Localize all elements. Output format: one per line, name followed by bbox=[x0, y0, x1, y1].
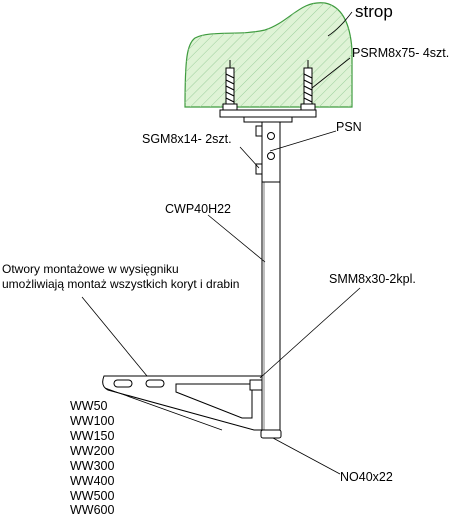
bracket-size-list: WW50 WW100 WW150 WW200 WW300 WW400 WW500… bbox=[70, 399, 115, 517]
bolt-sgm bbox=[255, 125, 263, 175]
bracket-size-ww150: WW150 bbox=[70, 429, 115, 443]
bracket bbox=[102, 375, 263, 431]
ceiling-hatch bbox=[185, 2, 352, 107]
profile-cwp bbox=[261, 182, 281, 430]
leader-lines bbox=[81, 11, 361, 475]
label-psrm: PSRM8x75- 4szt. bbox=[352, 46, 449, 60]
bracket-size-ww100: WW100 bbox=[70, 414, 115, 428]
label-strop: strop bbox=[355, 2, 393, 21]
ceiling bbox=[184, 2, 353, 108]
bracket-size-ww600: WW600 bbox=[70, 503, 115, 517]
label-otwory-line1: Otwory montażowe w wysięgniku bbox=[2, 262, 179, 276]
label-no40: NO40x22 bbox=[340, 470, 393, 484]
label-psn: PSN bbox=[336, 120, 362, 134]
bracket-size-ww500: WW500 bbox=[70, 489, 115, 503]
bracket-size-ww300: WW300 bbox=[70, 459, 115, 473]
label-sgm: SGM8x14- 2szt. bbox=[142, 132, 232, 146]
label-otwory-line2: umożliwiają montaż wszystkich koryt i dr… bbox=[2, 277, 239, 291]
bracket-size-ww200: WW200 bbox=[70, 444, 115, 458]
bracket-size-ww50: WW50 bbox=[70, 399, 108, 413]
ceiling-plate-psn bbox=[219, 109, 317, 183]
bracket-size-ww400: WW400 bbox=[70, 474, 115, 488]
label-smm: SMM8x30-2kpl. bbox=[329, 272, 416, 286]
end-cap bbox=[260, 429, 282, 439]
label-cwp: CWP40H22 bbox=[165, 202, 231, 216]
